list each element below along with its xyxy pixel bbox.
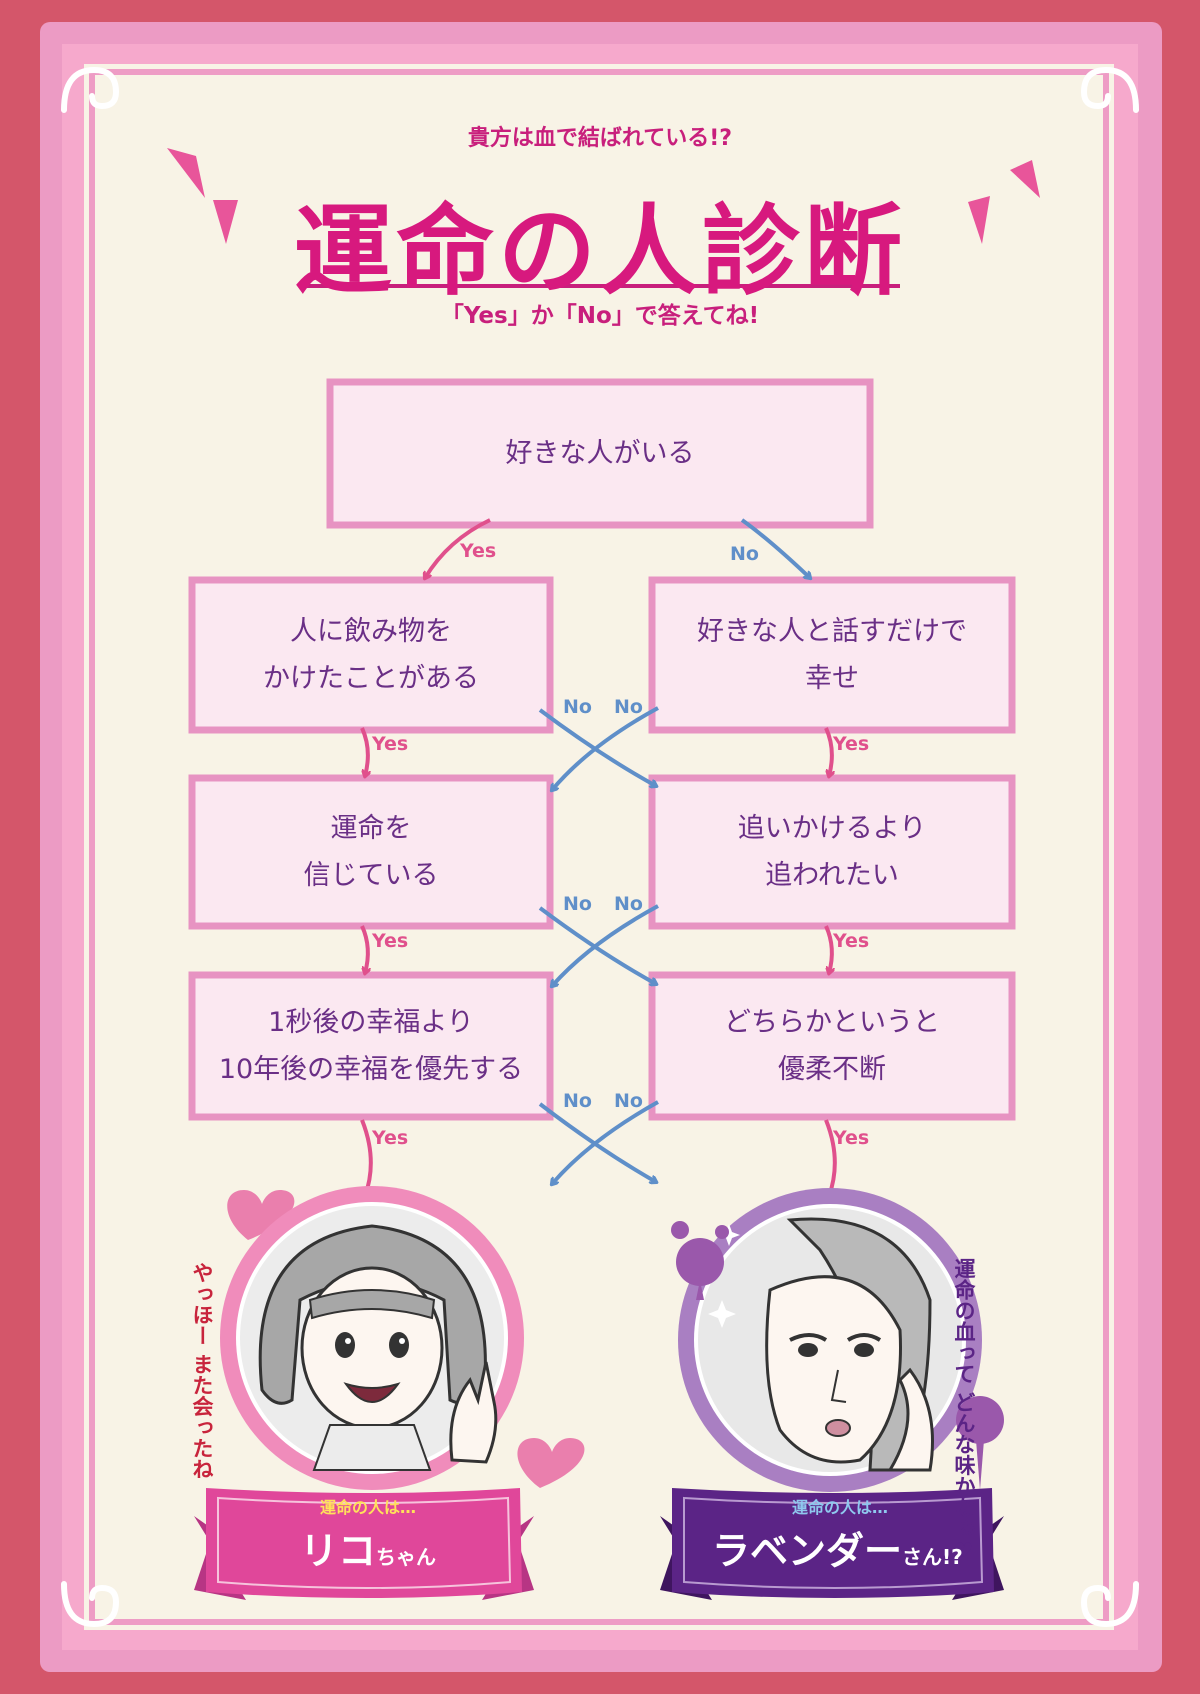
- speech-line: 運命の血って: [952, 1258, 976, 1384]
- result-name: リコ: [300, 1529, 377, 1573]
- speech-line: また会ったね: [190, 1353, 214, 1480]
- riko-caption: 運命の人は…: [320, 1498, 417, 1517]
- no-label: No: [563, 893, 592, 915]
- no-arrows: [538, 518, 810, 1184]
- lavender-portrait: [671, 1188, 1004, 1492]
- riko-portrait: [220, 1186, 524, 1490]
- heart-accent-icon: [1010, 160, 1040, 198]
- heart-icon: [227, 1190, 295, 1240]
- no-label: No: [614, 893, 643, 915]
- question-text: どちらかというと: [724, 1007, 940, 1038]
- question-text: 10年後の幸福を優先する: [218, 1054, 524, 1085]
- yes-arrows: [360, 518, 837, 1196]
- result-name: ラベンダー: [712, 1529, 903, 1573]
- lavender-speech: 運命の血って どんな味かなぁ♡: [950, 1258, 977, 1562]
- diagram-subtitle: 貴方は血で結ばれている!?: [467, 126, 733, 151]
- diagram-title: 運命の人診断: [293, 195, 906, 309]
- riko-name-label: リコちゃん: [300, 1520, 436, 1575]
- result-name-suffix: さん!?: [902, 1545, 963, 1569]
- question-text: 幸せ: [805, 663, 859, 694]
- question-text: 運命を: [330, 813, 412, 844]
- heart-accent-icon: [968, 196, 990, 244]
- question-node: 好きな人がいる: [330, 382, 870, 525]
- question-text: 1秒後の幸福より: [268, 1007, 474, 1038]
- heart-accent-icon: [213, 200, 238, 244]
- no-label: No: [563, 1090, 592, 1112]
- lavender-banner: [660, 1488, 1004, 1600]
- lavender-caption: 運命の人は…: [792, 1498, 889, 1517]
- yes-label: Yes: [833, 1127, 870, 1149]
- question-text: 追われたい: [765, 860, 899, 891]
- no-label: No: [563, 696, 592, 718]
- yes-label: Yes: [372, 733, 409, 755]
- question-node: 1秒後の幸福より 10年後の幸福を優先する: [192, 975, 550, 1117]
- question-boxes: [188, 378, 1016, 1121]
- question-node: 人に飲み物を かけたことがある: [192, 580, 550, 730]
- riko-speech: やっほー また会ったね: [188, 1262, 215, 1479]
- question-text: 好きな人と話すだけで: [697, 616, 967, 647]
- corner-swirl-icons: [61, 66, 1139, 1628]
- question-node: 運命を 信じている: [192, 778, 550, 926]
- result-name-suffix: ちゃん: [376, 1545, 437, 1569]
- question-text: 優柔不断: [778, 1054, 886, 1085]
- question-text: 人に飲み物を: [290, 616, 452, 647]
- paper-border-line: [89, 69, 1109, 1625]
- question-text: 信じている: [303, 860, 439, 891]
- lavender-name-label: ラベンダーさん!?: [712, 1520, 963, 1575]
- no-label: No: [614, 696, 643, 718]
- heart-icon: [517, 1438, 585, 1488]
- yes-label: Yes: [372, 1127, 409, 1149]
- question-node: どちらかというと 優柔不断: [652, 975, 1012, 1117]
- riko-banner: [194, 1488, 534, 1600]
- yes-label: Yes: [833, 930, 870, 952]
- yes-label: Yes: [372, 930, 409, 952]
- question-node: 追いかけるより 追われたい: [652, 778, 1012, 926]
- speech-line: どんな味かなぁ♡: [952, 1391, 976, 1563]
- question-text: かけたことがある: [263, 663, 479, 694]
- question-text: 追いかけるより: [737, 813, 927, 844]
- diagram-instruction: 「Yes」か「No」で答えてね!: [440, 303, 760, 329]
- speech-line: やっほー: [190, 1262, 214, 1346]
- yes-label: Yes: [460, 540, 497, 562]
- no-label: No: [730, 543, 759, 565]
- heart-accent-icon: [167, 148, 205, 198]
- no-label: No: [614, 1090, 643, 1112]
- question-text: 好きな人がいる: [505, 438, 695, 469]
- yes-label: Yes: [833, 733, 870, 755]
- question-node: 好きな人と話すだけで 幸せ: [652, 580, 1012, 730]
